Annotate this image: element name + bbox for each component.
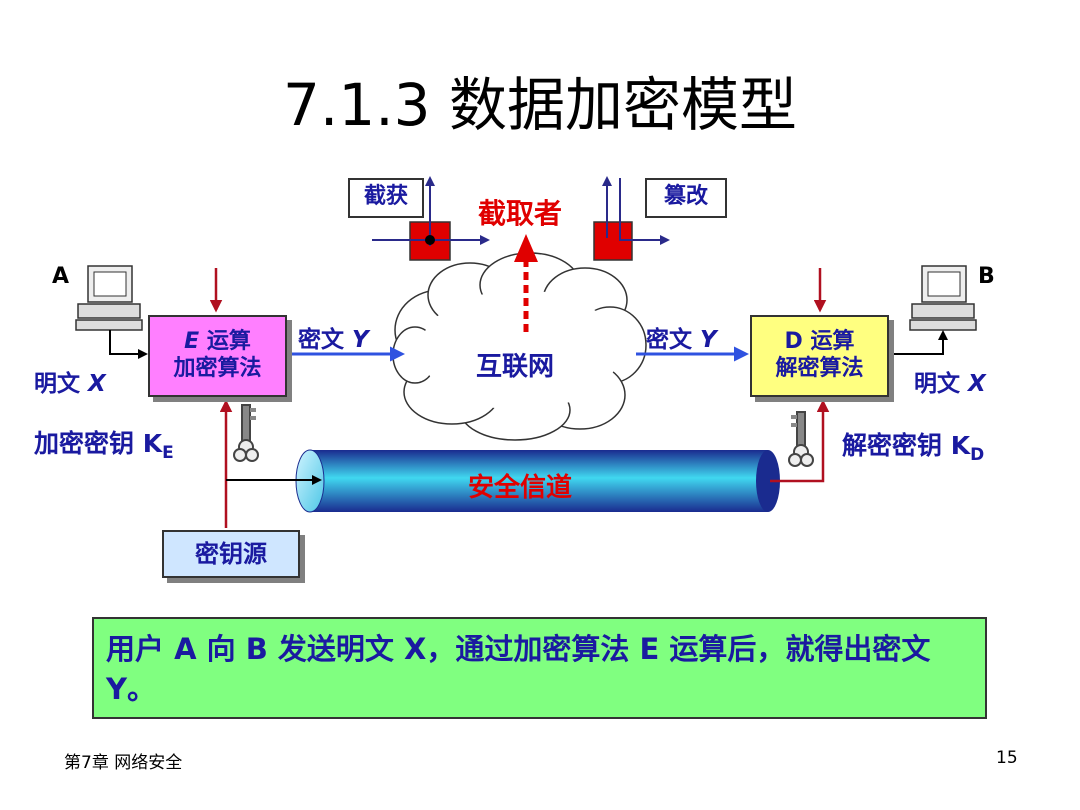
computer-a-icon xyxy=(75,265,143,331)
intercept-tag: 截获 xyxy=(348,178,424,218)
encrypt-key-label: 加密密钥 KE xyxy=(34,429,174,463)
secure-channel-pipe xyxy=(295,449,780,513)
encrypt-key-icon xyxy=(233,404,259,462)
decrypt-box-line1: D 运算 xyxy=(784,329,855,354)
internet-label: 互联网 xyxy=(476,352,555,382)
plaintext-right-label: 明文 X xyxy=(914,371,986,397)
encrypt-algorithm-box: E 运算 加密算法 xyxy=(148,315,287,397)
decrypt-algorithm-box: D 运算 解密算法 xyxy=(750,315,889,397)
slide-title: 7.1.3 数据加密模型 xyxy=(282,71,797,139)
host-b-label: B xyxy=(978,264,995,289)
ciphertext-right-label: 密文 Y xyxy=(646,327,717,353)
interceptor-label: 截取者 xyxy=(478,197,563,230)
secure-channel-label: 安全信道 xyxy=(468,473,573,503)
decrypt-key-label: 解密密钥 KD xyxy=(842,431,985,465)
tamper-tag: 篡改 xyxy=(645,178,727,218)
decrypt-box-line2: 解密算法 xyxy=(775,356,864,381)
encrypt-box-line2: 加密算法 xyxy=(173,356,262,381)
footer-chapter: 第7章 网络安全 xyxy=(64,753,183,773)
decrypt-key-icon xyxy=(788,411,814,467)
host-a-label: A xyxy=(52,264,70,289)
computer-b-icon xyxy=(909,265,977,331)
key-source-box: 密钥源 xyxy=(162,530,300,578)
internet-cloud-icon xyxy=(392,252,647,441)
caption-box: 用户 A 向 B 发送明文 X，通过加密算法 E 运算后，就得出密文 Y。 xyxy=(92,617,987,719)
encrypt-box-line1: E 运算 xyxy=(184,329,251,354)
page-number: 15 xyxy=(996,748,1018,768)
ciphertext-left-label: 密文 Y xyxy=(298,327,369,353)
plaintext-left-label: 明文 X xyxy=(34,371,106,397)
